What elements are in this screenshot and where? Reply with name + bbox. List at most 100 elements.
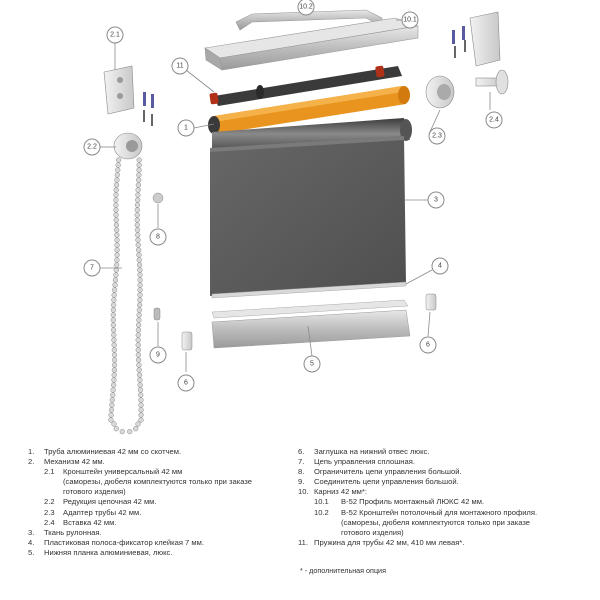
tube-spring — [209, 65, 402, 106]
chain-bead — [110, 307, 117, 313]
chain-bead — [110, 302, 117, 308]
callout-4: 4 — [431, 257, 449, 275]
chain-bead — [135, 332, 141, 338]
chain-bead — [137, 272, 143, 278]
chain-bead — [112, 277, 119, 283]
chain-bead — [135, 327, 142, 333]
callout-2-4: 2.4 — [485, 111, 503, 129]
legend-column-left: 1.Труба алюминиевая 42 мм со скотчем. 2.… — [28, 447, 296, 558]
chain-bead — [137, 382, 143, 388]
chain-bead — [135, 247, 142, 253]
legend-item-2-1-note: (саморезы, дюбеля комплектуются только п… — [63, 477, 252, 487]
chain-bead — [135, 242, 141, 248]
chain-bead — [136, 162, 142, 168]
chain-bead — [114, 237, 120, 243]
chain-bead — [111, 292, 117, 298]
callout-7: 7 — [83, 259, 101, 277]
callout-3: 3 — [427, 191, 445, 209]
svg-text:10.2: 10.2 — [299, 4, 313, 11]
chain-bead — [137, 292, 143, 298]
chain-bead — [111, 357, 118, 363]
chain-bead — [138, 412, 144, 418]
chain-bead — [136, 362, 142, 368]
chain-bead — [113, 212, 119, 218]
bead-chain — [108, 157, 144, 435]
chain-bead — [136, 157, 142, 163]
chain-bead — [111, 337, 117, 343]
callout-10-2: 10.2 — [297, 0, 315, 16]
legend-item-10: 10.Карниз 42 мм*: — [298, 487, 367, 497]
chain-bead — [113, 207, 119, 213]
chain-bead — [110, 317, 116, 323]
chain-bead — [113, 182, 120, 188]
chain-bead — [110, 312, 116, 318]
chain-bead — [135, 197, 141, 203]
callout-5: 5 — [303, 355, 321, 373]
svg-text:6: 6 — [426, 342, 430, 349]
chain-bead — [114, 252, 120, 258]
bottom-bar — [211, 299, 411, 349]
callout-8: 8 — [149, 228, 167, 246]
legend-item-9: 9.Соединитель цепи управления большой. — [298, 477, 459, 487]
chain-bead — [134, 212, 140, 218]
chain-bead — [136, 172, 142, 178]
chain-bead — [136, 317, 142, 323]
svg-text:10.1: 10.1 — [403, 17, 417, 24]
chain-bead — [135, 337, 141, 343]
fabric-roll — [210, 118, 412, 296]
screws-left — [143, 92, 154, 126]
mounting-profile — [204, 17, 419, 71]
tube-insert — [475, 69, 509, 95]
chain-bead — [136, 302, 143, 308]
callout-2-2: 2.2 — [83, 138, 101, 156]
chain-bead — [111, 352, 118, 358]
chain-bead — [136, 262, 143, 268]
chain-bead — [138, 402, 144, 408]
chain-bead — [138, 417, 144, 423]
svg-text:4: 4 — [438, 263, 442, 270]
chain-bead — [137, 277, 143, 283]
callout-10-1: 10.1 — [401, 11, 419, 29]
chain-stopper — [152, 192, 164, 204]
legend-item-11: 11.Пружина для трубы 42 мм, 410 мм левая… — [298, 537, 465, 547]
chain-bead — [137, 387, 144, 393]
chain-bead — [138, 392, 144, 398]
chain-bead — [136, 252, 142, 258]
universal-bracket-left — [103, 65, 135, 115]
chain-bead — [114, 177, 120, 183]
end-cap-left — [181, 331, 193, 351]
chain-bead — [127, 428, 133, 435]
ceiling-bracket-right — [452, 11, 501, 67]
legend-item-3: 3.Ткань рулонная. — [28, 527, 102, 537]
chain-bead — [113, 187, 119, 193]
chain-bead — [114, 227, 120, 233]
svg-text:2.1: 2.1 — [110, 32, 120, 39]
chain-bead — [113, 222, 120, 228]
svg-text:2.3: 2.3 — [432, 133, 442, 140]
chain-bead — [135, 421, 141, 427]
chain-bead — [133, 426, 139, 432]
chain-bead — [134, 207, 140, 213]
chain-bead — [114, 247, 120, 253]
callout-6-right: 6 — [419, 336, 437, 354]
chain-bead — [134, 222, 140, 228]
svg-text:1: 1 — [184, 125, 188, 132]
chain-bead — [137, 377, 143, 383]
chain-bead — [111, 367, 118, 373]
chain-bead — [113, 262, 120, 268]
chain-bead — [110, 387, 116, 393]
legend-item-2-1-note-end: готового изделия) — [63, 487, 126, 497]
chain-bead — [114, 242, 120, 248]
chain-bead — [111, 342, 117, 348]
chain-bead — [109, 402, 115, 408]
chain-bead — [111, 332, 117, 338]
chain-bead — [136, 307, 143, 313]
svg-text:5: 5 — [310, 361, 314, 368]
chain-bead — [111, 287, 118, 293]
chain-bead — [111, 347, 118, 353]
chain-bead — [113, 217, 119, 223]
chain-bead — [135, 352, 142, 358]
chain-bead — [115, 157, 122, 163]
